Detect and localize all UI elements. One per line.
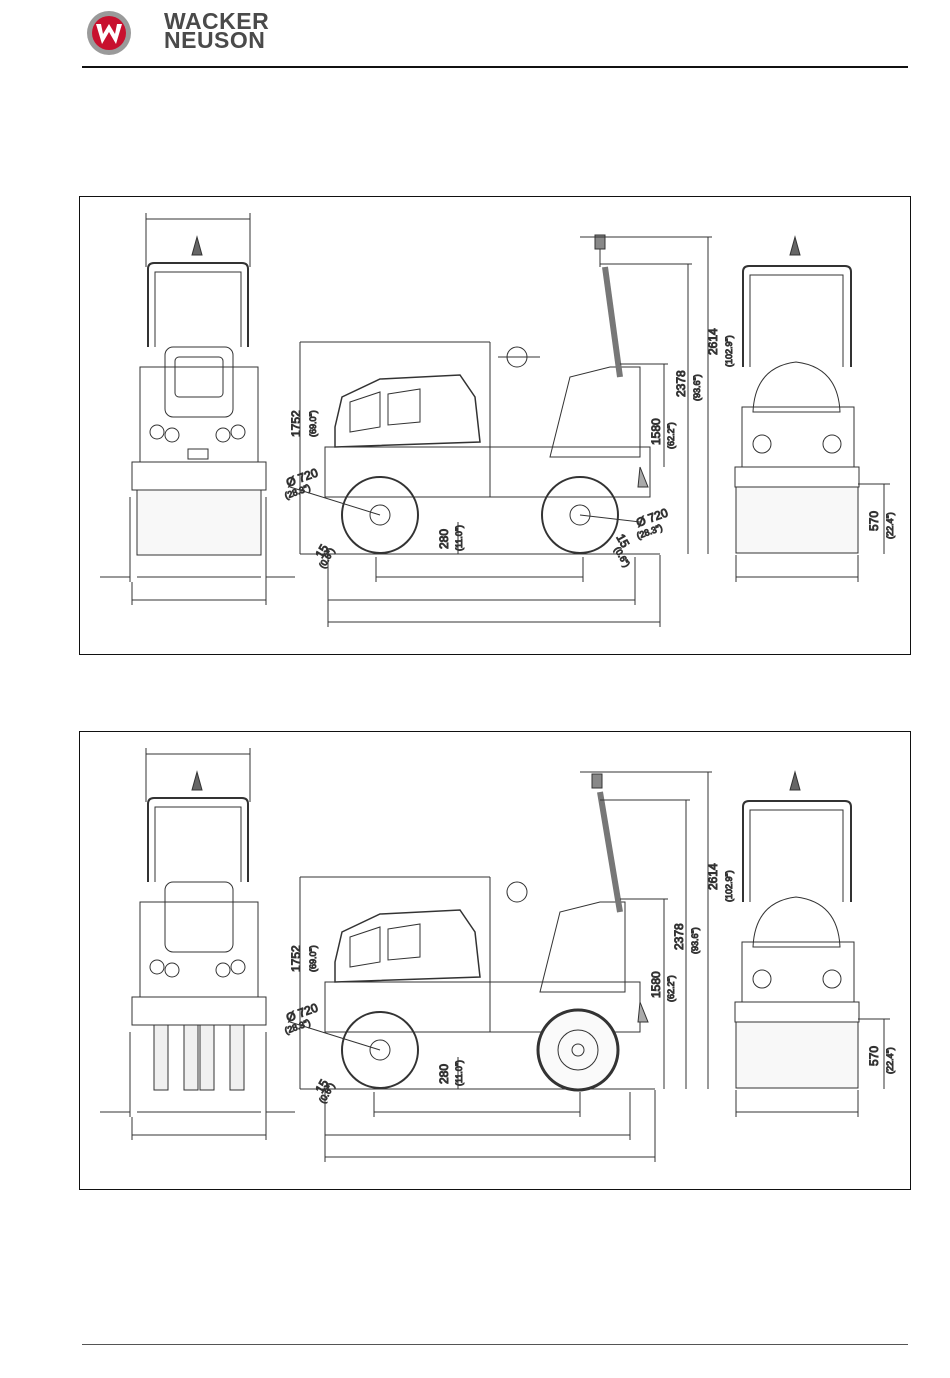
- overall-height-label: 2614: [706, 328, 720, 355]
- diagram-panel-combination: 2614 (102.9") 2378 (93.6") 1580 (62.2") …: [79, 731, 911, 1190]
- clearance-inch: (11.0"): [454, 1060, 464, 1086]
- rops-height-inch: (93.6"): [692, 374, 702, 401]
- clearance-label: 280: [437, 1064, 451, 1084]
- combination-roller-drawing: 2614 (102.9") 2378 (93.6") 1580 (62.2") …: [80, 732, 912, 1191]
- cab-height-label: 1752: [289, 410, 303, 437]
- cab-height-label: 1752: [289, 945, 303, 972]
- tandem-roller-drawing: 2614 (102.9") 2378 (93.6") 1580 (62.2") …: [80, 197, 912, 656]
- drum-height-inch: (22.4"): [885, 512, 895, 539]
- hood-height-label: 1580: [649, 971, 663, 998]
- clearance-inch: (11.0"): [454, 525, 464, 551]
- cab-height-inch: (69.0"): [308, 945, 318, 972]
- drum-height-label: 570: [867, 511, 881, 531]
- drum-height-label: 570: [867, 1046, 881, 1066]
- rops-height-label: 2378: [672, 923, 686, 950]
- overall-height-inch: (102.9"): [724, 335, 734, 367]
- hood-height-label: 1580: [649, 418, 663, 445]
- rear-offset-inch: (0.6"): [612, 545, 632, 569]
- wacker-neuson-logo-icon: [86, 10, 132, 56]
- overall-height-inch: (102.9"): [724, 870, 734, 902]
- front-view: [100, 213, 295, 605]
- hood-height-inch: (62.2"): [666, 975, 676, 1002]
- diagram-panel-tandem: 2614 (102.9") 2378 (93.6") 1580 (62.2") …: [79, 196, 911, 655]
- cab-height-inch: (69.0"): [308, 410, 318, 437]
- side-view: [290, 772, 712, 1162]
- rops-height-label: 2378: [674, 370, 688, 397]
- hood-height-inch: (62.2"): [666, 422, 676, 449]
- front-view: [100, 748, 295, 1140]
- brand-line2: NEUSON: [164, 31, 269, 50]
- brand-name: WACKER NEUSON: [164, 12, 269, 50]
- rops-height-inch: (93.6"): [690, 927, 700, 954]
- overall-height-label: 2614: [706, 863, 720, 890]
- brand-logo: WACKER NEUSON: [86, 10, 286, 56]
- header-rule: [82, 66, 908, 68]
- footer-rule: [82, 1344, 908, 1345]
- drum-height-inch: (22.4"): [885, 1047, 895, 1074]
- clearance-label: 280: [437, 529, 451, 549]
